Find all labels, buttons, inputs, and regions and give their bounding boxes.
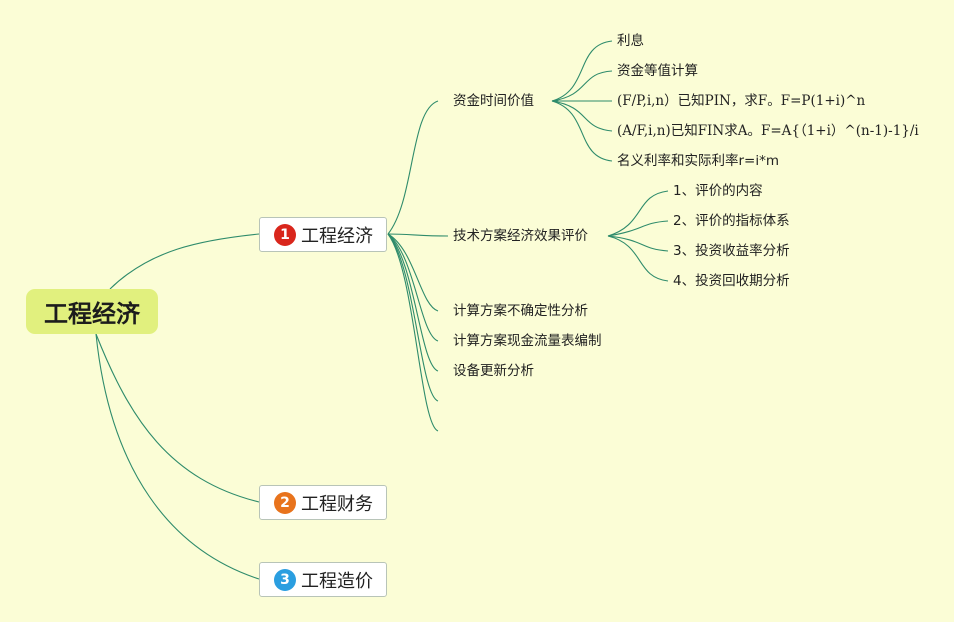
subtopic-cashflow[interactable]: 计算方案现金流量表编制 (453, 333, 602, 349)
root-topic[interactable]: 工程经济 (26, 289, 158, 334)
root-topic-label: 工程经济 (44, 300, 140, 328)
time-value-item-equivalence[interactable]: 资金等值计算 (617, 63, 698, 79)
edge-b1-empty-2 (387, 233, 439, 432)
evaluation-item-content[interactable]: 1、评价的内容 (673, 183, 763, 199)
edge-ev-3 (607, 235, 669, 252)
edge-ev-1 (607, 190, 669, 237)
branch-2-topic[interactable]: 2 工程财务 (259, 485, 387, 520)
edge-b1-empty-1 (387, 233, 439, 402)
edge-b1-cashflow (387, 233, 439, 342)
edge-root-branch-1 (109, 233, 260, 290)
edge-ev-4 (607, 235, 669, 282)
edge-tv-2 (551, 70, 613, 102)
edge-tv-4 (551, 100, 613, 132)
branch-3-topic[interactable]: 3 工程造价 (259, 562, 387, 597)
edge-tv-5 (551, 100, 613, 162)
time-value-item-af-formula[interactable]: (A/F,i,n)已知FIN求A。F=A{（1+i）^(n-1)-1}/i (617, 123, 919, 139)
time-value-item-interest[interactable]: 利息 (617, 33, 644, 49)
evaluation-item-payback[interactable]: 4、投资回收期分析 (673, 273, 790, 289)
time-value-item-fp-formula[interactable]: (F/P,i,n）已知PIN，求F。F=P(1+i)^n (617, 93, 866, 109)
subtopic-equipment[interactable]: 设备更新分析 (453, 363, 534, 379)
branch-2-number-badge: 2 (274, 491, 296, 514)
edge-root-branch-2 (95, 333, 260, 503)
subtopic-evaluation[interactable]: 技术方案经济效果评价 (453, 228, 588, 244)
evaluation-item-roi[interactable]: 3、投资收益率分析 (673, 243, 790, 259)
edge-root-branch-3 (95, 333, 260, 580)
subtopic-time-value[interactable]: 资金时间价值 (453, 93, 534, 109)
edge-b1-uncertainty (387, 233, 439, 312)
edge-tv-1 (551, 40, 613, 102)
evaluation-item-indicators[interactable]: 2、评价的指标体系 (673, 213, 790, 229)
edge-b1-evaluation (387, 233, 449, 237)
branch-3-label: 工程造价 (301, 570, 373, 592)
edge-b1-time-value (387, 100, 439, 235)
branch-2-label: 工程财务 (301, 493, 373, 515)
branch-1-number-badge: 1 (274, 223, 296, 246)
edge-b1-equipment (387, 233, 439, 372)
branch-1-label: 工程经济 (301, 225, 373, 247)
edge-ev-2 (607, 220, 669, 237)
branch-3-number-badge: 3 (274, 568, 296, 591)
time-value-item-nominal-rate[interactable]: 名义利率和实际利率r=i*m (617, 153, 780, 169)
branch-1-topic[interactable]: 1 工程经济 (259, 217, 387, 252)
subtopic-uncertainty[interactable]: 计算方案不确定性分析 (453, 303, 588, 319)
